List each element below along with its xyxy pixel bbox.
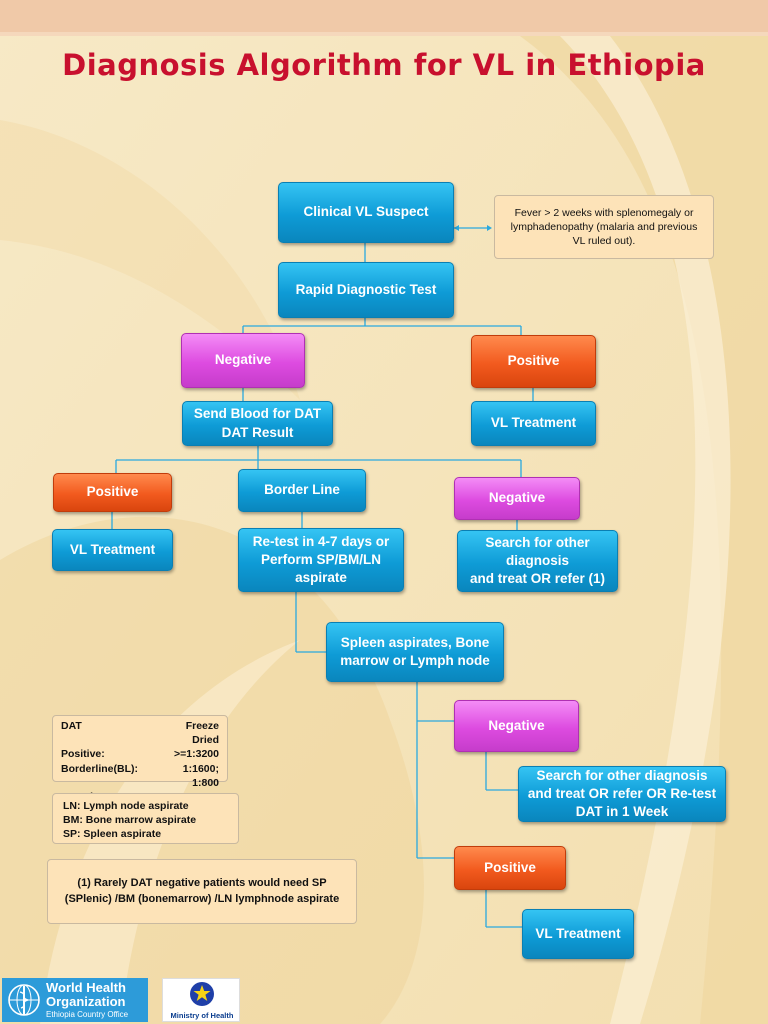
retest-box: Re-test in 4-7 days or Perform SP/BM/LN … xyxy=(238,528,404,592)
dat-row-value: >=1:3200 xyxy=(174,748,219,761)
dat-row-label: Positive: xyxy=(61,748,105,761)
search-other-line-2: diagnosis xyxy=(505,552,569,568)
abbr-ln: LN: Lymph node aspirate xyxy=(63,800,189,812)
fever-note-line-1: Fever > 2 weeks with splenomegaly or xyxy=(514,206,694,219)
clinical-vl-suspect-box: Clinical VL Suspect xyxy=(278,182,454,243)
rdt-negative-label: Negative xyxy=(214,352,272,368)
dat-row-value: Freeze Dried xyxy=(185,720,219,746)
footnote-line-1: (1) Rarely DAT negative patients would n… xyxy=(77,877,327,890)
rdt-positive-label: Positive xyxy=(507,353,560,369)
aspirates-box: Spleen aspirates, Bone marrow or Lymph n… xyxy=(326,622,504,682)
rapid-diagnostic-test-box: Rapid Diagnostic Test xyxy=(278,262,454,318)
who-emblem-icon xyxy=(8,984,40,1016)
fever-note-line-2: lymphadenopathy (malaria and previous xyxy=(510,220,698,233)
aspirate-search-line-1: Search for other diagnosis xyxy=(536,767,708,783)
dat-row-label: DAT xyxy=(61,720,82,732)
ministry-of-health-logo: Ministry of Health xyxy=(162,978,240,1022)
send-blood-dat-line-1: Send Blood for DAT xyxy=(193,406,322,422)
send-blood-dat-line-2: DAT Result xyxy=(221,424,294,440)
dat-row-label: Borderline(BL): xyxy=(61,762,138,775)
page-title: Diagnosis Algorithm for VL in Ethiopia xyxy=(62,48,706,82)
rdt-positive-treatment-box: VL Treatment xyxy=(471,401,596,446)
who-name-line-1: World Health xyxy=(46,980,126,995)
dat-positive-label: Positive xyxy=(86,484,139,500)
retest-line-2: Perform SP/BM/LN xyxy=(260,551,382,567)
aspirate-positive-box: Positive xyxy=(454,846,566,890)
aspirate-positive-treatment-box: VL Treatment xyxy=(522,909,634,959)
who-office: Ethiopia Country Office xyxy=(46,1010,129,1019)
dat-negative-box: Negative xyxy=(454,477,580,520)
who-logo: World Health Organization Ethiopia Count… xyxy=(2,978,148,1022)
search-other-line-3: and treat OR refer (1) xyxy=(469,571,606,587)
retest-line-3: aspirate xyxy=(295,570,347,586)
aspirate-negative-box: Negative xyxy=(454,700,579,752)
abbreviations-note: LN: Lymph node aspirate BM: Bone marrow … xyxy=(52,793,239,844)
footnote-rare-dat-negative: (1) Rarely DAT negative patients would n… xyxy=(47,859,357,924)
aspirate-search-line-2: and treat OR refer OR Re-test xyxy=(527,785,717,801)
ethiopia-emblem-icon xyxy=(190,982,214,1006)
retest-line-1: Re-test in 4-7 days or xyxy=(252,533,390,549)
aspirates-line-1: Spleen aspirates, Bone xyxy=(340,634,490,650)
aspirate-negative-label: Negative xyxy=(488,717,545,733)
aspirates-line-2: marrow or Lymph node xyxy=(340,653,490,668)
ministry-of-health-label: Ministry of Health xyxy=(170,1011,234,1020)
aspirate-search-line-3: DAT in 1 Week xyxy=(575,804,669,820)
rdt-positive-treatment-label: VL Treatment xyxy=(490,415,577,431)
rdt-positive-box: Positive xyxy=(471,335,596,388)
aspirate-positive-treatment-label: VL Treatment xyxy=(535,925,621,941)
search-other-diagnosis-box: Search for other diagnosis and treat OR … xyxy=(457,530,618,592)
aspirate-search-box: Search for other diagnosis and treat OR … xyxy=(518,766,726,822)
dat-negative-label: Negative xyxy=(488,490,546,506)
dat-borderline-label: Border Line xyxy=(264,482,340,498)
dat-positive-treatment-box: VL Treatment xyxy=(52,529,173,571)
dat-row-value: 1:1600; 1:800 xyxy=(182,762,219,789)
rdt-negative-box: Negative xyxy=(181,333,305,388)
rapid-diagnostic-test-label: Rapid Diagnostic Test xyxy=(295,281,437,297)
fever-note-line-3: VL ruled out). xyxy=(572,235,636,248)
dat-positive-treatment-label: VL Treatment xyxy=(69,541,156,557)
send-blood-dat-box: Send Blood for DAT DAT Result xyxy=(182,401,333,446)
abbr-sp: SP: Spleen aspirate xyxy=(63,828,162,841)
clinical-vl-suspect-label: Clinical VL Suspect xyxy=(303,204,429,220)
footnote-line-2: (SPlenic) /BM (bonemarrow) /LN lymphnode… xyxy=(64,892,340,905)
abbr-bm: BM: Bone marrow aspirate xyxy=(63,814,197,827)
dat-positive-box: Positive xyxy=(53,473,172,512)
dat-borderline-box: Border Line xyxy=(238,469,366,512)
who-name-line-2: Organization xyxy=(46,994,126,1009)
aspirate-positive-label: Positive xyxy=(484,859,536,875)
fever-criteria-note: Fever > 2 weeks with splenomegaly or lym… xyxy=(494,195,714,259)
search-other-line-1: Search for other xyxy=(485,534,590,550)
